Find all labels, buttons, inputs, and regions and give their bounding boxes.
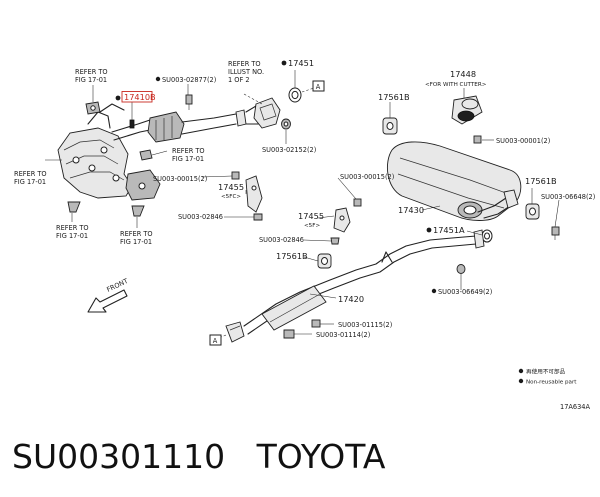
highlight-box xyxy=(121,91,153,103)
rubber-hanger-17561b-top xyxy=(382,117,398,135)
part-number-17410b: 17410B xyxy=(124,92,156,102)
part-number-17451a: 17451A xyxy=(433,225,465,235)
legend: 再使用不可部品 Non-reusable part xyxy=(518,368,577,386)
rubber-hanger-17561b-mid xyxy=(317,253,332,269)
fastener-su003-06648: SU003-06648(2) xyxy=(541,193,595,201)
bolt-su003-02846-left xyxy=(253,213,263,221)
non-reusable-dot xyxy=(426,227,432,233)
bolt-su003-00001 xyxy=(473,135,482,144)
connection-marker-a-top: A xyxy=(312,80,325,92)
refer-left-line1: REFER TO xyxy=(14,170,47,178)
fastener-su003-00001: SU003-00001(2) xyxy=(496,137,550,145)
nut-su003-06649 xyxy=(456,264,466,274)
fastener-su003-01115: SU003-01115(2) xyxy=(338,321,392,329)
clip-small xyxy=(129,119,135,129)
refer-illust-line3: 1 OF 2 xyxy=(228,76,250,84)
legend-text-jp: 再使用不可部品 xyxy=(526,368,566,376)
part-number-17561b-right: 17561B xyxy=(525,176,557,186)
non-reusable-dot xyxy=(115,95,121,101)
fastener-su003-02877: SU003-02877(2) xyxy=(162,76,216,84)
part-number-17455-b: 17455 xyxy=(298,211,324,221)
refer-bottom-left-line2: FIG 17-01 xyxy=(56,232,88,240)
part-number-17561b-mid: 17561B xyxy=(276,251,308,261)
hanger-bracket-17455-b xyxy=(330,198,362,245)
non-reusable-dot xyxy=(431,288,437,294)
rubber-hanger-17561b-right xyxy=(525,203,540,220)
caption-brand: TOYOTA xyxy=(256,437,386,476)
part-17455-b-note: <5F> xyxy=(304,223,320,229)
front-pipe-flange xyxy=(253,97,281,129)
marker-a-top-label: A xyxy=(316,83,321,91)
center-pipe-17420 xyxy=(225,229,485,343)
part-number-17420: 17420 xyxy=(338,294,364,304)
exhaust-cutter-17448 xyxy=(451,95,483,125)
caption-part-number: SU00301110 xyxy=(12,437,226,476)
part-17455-a-note: <5FC> xyxy=(221,194,241,200)
fastener-su003-02152: SU003-02152(2) xyxy=(262,146,316,154)
fastener-su003-02846-left: SU003-02846 xyxy=(178,213,223,221)
part-number-17430: 17430 xyxy=(398,205,424,215)
non-reusable-dot xyxy=(155,76,161,82)
part-number-17451: 17451 xyxy=(288,58,314,68)
refer-bottom-left-line1: REFER TO xyxy=(56,224,89,232)
gasket-hole xyxy=(90,105,96,111)
fastener-su003-00015-left: SU003-00015(2) xyxy=(153,175,207,183)
fastener-su003-01114: SU003-01114(2) xyxy=(316,331,370,339)
exhaust-manifold-assembly xyxy=(57,103,161,201)
marker-a-bottom-label: A xyxy=(213,337,218,345)
part-number-17448: 17448 xyxy=(450,69,476,79)
hanger-bracket-17455-a xyxy=(231,171,263,213)
refer-mid-line2: FIG 17-01 xyxy=(172,155,204,163)
part-label-17410b: 17410B xyxy=(115,91,156,103)
refer-mid-line1: REFER TO xyxy=(172,147,205,155)
catalytic-converter-pipe xyxy=(111,105,263,143)
figure-code: 17A634A xyxy=(560,403,590,411)
fastener-su003-02846-right: SU003-02846 xyxy=(259,236,304,244)
fastener-su003-06649: SU003-06649(2) xyxy=(438,288,492,296)
refer-top-line1: REFER TO xyxy=(75,68,108,76)
refer-illust-line2: ILLUST NO. xyxy=(228,68,264,76)
fastener-su003-00015-right: SU003-00015(2) xyxy=(340,173,394,181)
legend-text-en: Non-reusable part xyxy=(526,380,577,386)
part-number-17561b-top: 17561B xyxy=(378,92,410,102)
exhaust-parts-diagram: A A FRONT REFER TO FIG 17-01 REFER TO FI… xyxy=(14,58,595,411)
stud-su003-02877 xyxy=(185,94,193,110)
part-17448-note: <FOR WITH CUTTER> xyxy=(425,82,487,88)
stud-su003-01115 xyxy=(311,319,321,328)
leader-lines xyxy=(45,70,560,341)
connection-marker-a-bottom: A xyxy=(209,334,222,346)
main-muffler-17430 xyxy=(386,141,522,221)
legend-dot-en xyxy=(518,378,524,384)
legend-dot-jp xyxy=(518,368,524,374)
front-label: FRONT xyxy=(105,277,130,294)
mount-bracket-lower-left xyxy=(67,201,145,217)
nut-su003-01114 xyxy=(283,329,295,339)
nut-su003-02152 xyxy=(281,118,291,130)
refer-bottom-mid-line1: REFER TO xyxy=(120,230,153,238)
bolt-su003-06648 xyxy=(551,226,560,240)
refer-bottom-mid-line2: FIG 17-01 xyxy=(120,238,152,246)
gasket-mid-left xyxy=(139,149,153,161)
refer-left-line2: FIG 17-01 xyxy=(14,178,46,186)
gasket-17451 xyxy=(288,87,302,103)
refer-top-line2: FIG 17-01 xyxy=(75,76,107,84)
front-direction-arrow: FRONT xyxy=(87,277,130,313)
non-reusable-dot xyxy=(281,60,287,66)
part-number-17455-a: 17455 xyxy=(218,182,244,192)
refer-illust-line1: REFER TO xyxy=(228,60,261,68)
caption-title: SU00301110 TOYOTA xyxy=(12,432,592,482)
